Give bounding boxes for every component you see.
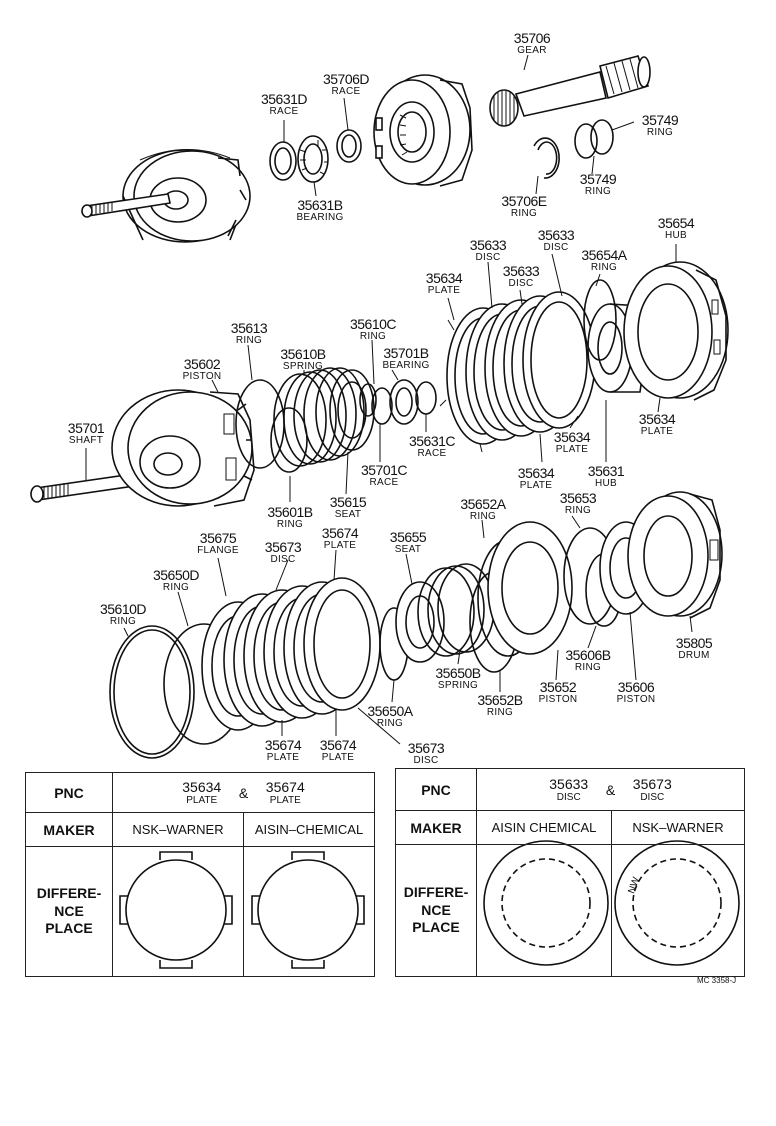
bearing-35631b [297, 135, 329, 183]
drum-top-left [122, 149, 251, 243]
race-35631c [415, 381, 437, 415]
diff-cell-nsk [112, 846, 244, 977]
pnc-header: PNC [25, 772, 113, 813]
ring-35601b [270, 407, 308, 473]
snap-ring-35706e [533, 137, 560, 179]
input-shaft-top [81, 193, 171, 218]
pnc-header-right: PNC [395, 768, 477, 811]
maker-nsk-warner: NSK–WARNER [112, 812, 244, 847]
ring-35610d [109, 625, 195, 759]
seat-35615 [329, 369, 375, 451]
rings-35749 [574, 119, 614, 159]
hub-35654 [623, 261, 729, 401]
race-35631d [269, 141, 297, 181]
diff-cell-aisin-right [476, 844, 612, 977]
ring-35654a [583, 279, 617, 361]
race-35706d [336, 129, 362, 163]
diff-cell-aisin [243, 846, 375, 977]
diff-cell-nsk-right [611, 844, 745, 977]
difference-place-header-right: DIFFERE- NCE PLACE [395, 844, 477, 977]
ring-35610c [359, 383, 377, 417]
clutch-pack-lower [223, 577, 381, 727]
race-35701c [371, 387, 393, 425]
bearing-35701b [389, 379, 419, 425]
maker-nsk-warner-right: NSK–WARNER [611, 810, 745, 845]
leader-lines [85, 54, 693, 745]
drawing-code: MC 3358-J [697, 976, 737, 985]
maker-aisin-chemical-right: AISIN CHEMICAL [476, 810, 612, 845]
maker-header-right: MAKER [395, 810, 477, 845]
piston-35652 [487, 521, 573, 655]
clutch-pack-plates-discs [439, 291, 596, 453]
difference-place-header: DIFFERE- NCE PLACE [25, 846, 113, 977]
drum-35805 [627, 491, 723, 619]
maker-header: MAKER [25, 812, 113, 847]
maker-aisin-chemical: AISIN–CHEMICAL [243, 812, 375, 847]
planetary-carrier [373, 74, 473, 187]
gear-shaft-35706 [489, 55, 651, 127]
clutch-drum-35602 [111, 389, 255, 507]
